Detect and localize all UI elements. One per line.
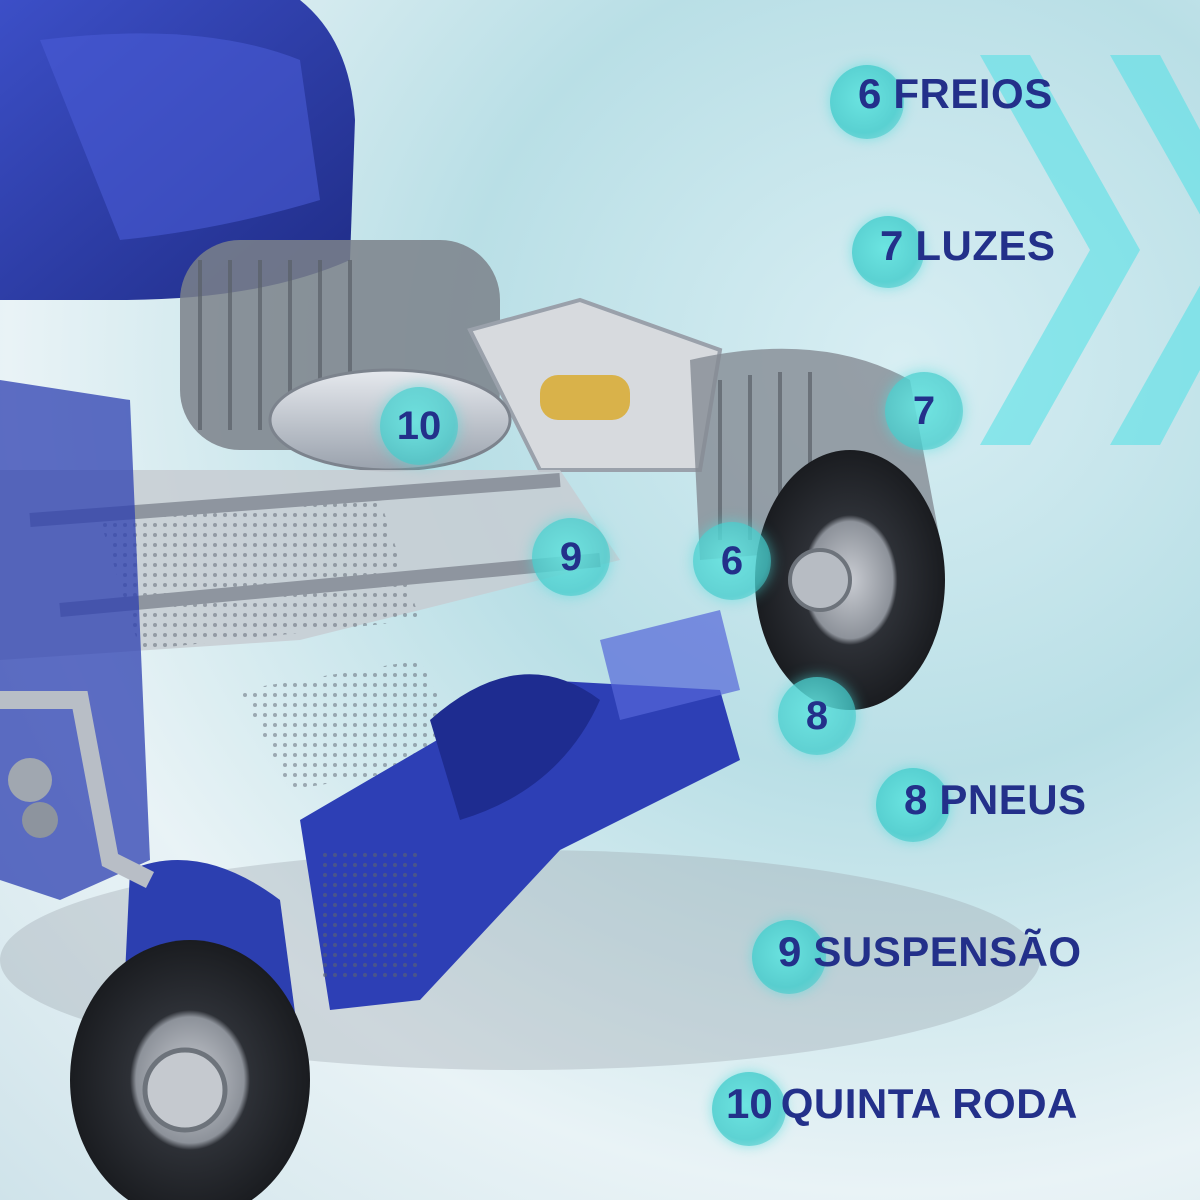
marker-6: 6 (693, 522, 771, 600)
marker-8: 8 (778, 677, 856, 755)
legend-number: 7 (880, 222, 904, 269)
chevron-right-icon (1110, 55, 1200, 445)
legend-label: PNEUS (939, 776, 1087, 823)
legend-label: LUZES (915, 222, 1056, 269)
legend-item-freios: 6 FREIOS (828, 65, 1053, 139)
chevron-right-icon (980, 55, 1140, 445)
marker-10: 10 (380, 387, 458, 465)
marker-7: 7 (885, 372, 963, 450)
legend-label: QUINTA RODA (780, 1080, 1078, 1127)
legend-item-luzes: 7 LUZES (852, 216, 1056, 288)
marker-9: 9 (532, 518, 610, 596)
legend-item-quinta-roda: 10 QUINTA RODA (712, 1072, 1078, 1146)
legend-item-pneus: 8 PNEUS (876, 768, 1087, 842)
legend-label: FREIOS (893, 70, 1053, 117)
legend-number: 9 (778, 928, 802, 975)
legend-number: 10 (726, 1080, 773, 1127)
legend-number: 6 (858, 70, 882, 117)
legend-label: SUSPENSÃO (813, 928, 1082, 975)
legend-number: 8 (904, 776, 928, 823)
legend-item-suspensao: 9 SUSPENSÃO (752, 920, 1082, 994)
